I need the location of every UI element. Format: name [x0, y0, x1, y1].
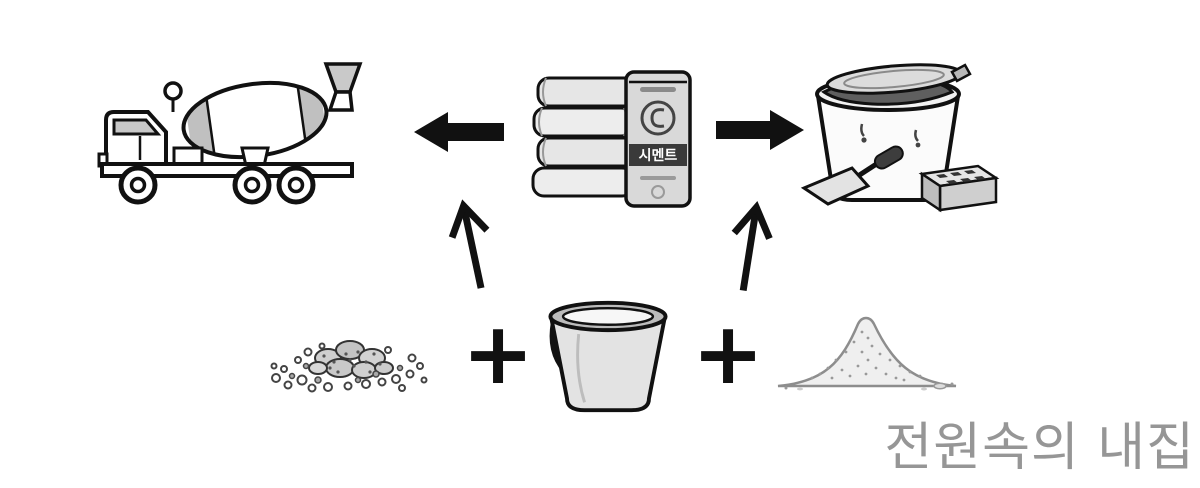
thin-up-arrow-icon [448, 199, 490, 289]
plus-operator-right: + [692, 304, 765, 404]
water-surface [561, 306, 655, 326]
trowel-icon [800, 145, 904, 206]
sand-pile [772, 308, 962, 396]
sand-mound [777, 316, 957, 388]
plus-operator-left: + [462, 304, 535, 404]
sand-pile-icon [777, 316, 957, 391]
cement-bag-stack-icon: 시멘트 [531, 70, 692, 208]
rear-wheel-1 [232, 165, 272, 205]
gravel-pile-icon [270, 340, 428, 393]
right-arrow [716, 108, 806, 152]
left-arrow [412, 110, 504, 154]
bag-top-text-line [640, 87, 676, 92]
gravel-cluster [308, 340, 394, 379]
rear-wheel-2 [276, 165, 316, 205]
cement-bag-label: 시멘트 [639, 147, 678, 163]
bag-label-band [629, 144, 687, 166]
base-grains [784, 382, 954, 391]
cab-window [112, 118, 162, 136]
gravel-speckles [322, 350, 382, 374]
water-bucket [540, 295, 675, 417]
watermark-text: 전원속의 내집 [884, 418, 1195, 478]
thin-up-arrow-icon [731, 200, 773, 292]
mixer-truck [90, 52, 365, 207]
drip-marks [860, 123, 921, 148]
mortar-set [800, 48, 1000, 233]
mixer-truck-icon [97, 62, 363, 205]
dark-pebbles [288, 362, 404, 384]
thick-right-arrow-icon [716, 110, 804, 150]
hopper-neck [327, 90, 354, 112]
fuel-tank [172, 146, 204, 166]
up-arrow-right [717, 197, 783, 299]
cement-bags: 시멘트 [528, 52, 693, 212]
mortar-bucket-icon [800, 63, 1000, 213]
gravel-pile [262, 322, 440, 400]
bag-logo-icon [640, 100, 676, 136]
hopper-funnel [323, 62, 363, 94]
thick-left-arrow-icon [414, 112, 504, 152]
bucket-lid [825, 63, 972, 95]
sand-speckles [810, 330, 922, 382]
standing-bag: 시멘트 [624, 70, 692, 208]
up-arrow-left [437, 194, 508, 298]
front-wheel [118, 165, 158, 205]
bucket-body [549, 318, 667, 413]
bag-bottom-emblem [651, 185, 665, 199]
water-bucket-icon [548, 300, 668, 413]
body-shade-line [576, 333, 586, 403]
bag-bottom-text-line [640, 176, 676, 180]
mirror-head [163, 81, 183, 101]
brick-icon [918, 164, 1000, 213]
stacked-bags [531, 76, 638, 198]
scattered-pebbles [270, 342, 428, 393]
